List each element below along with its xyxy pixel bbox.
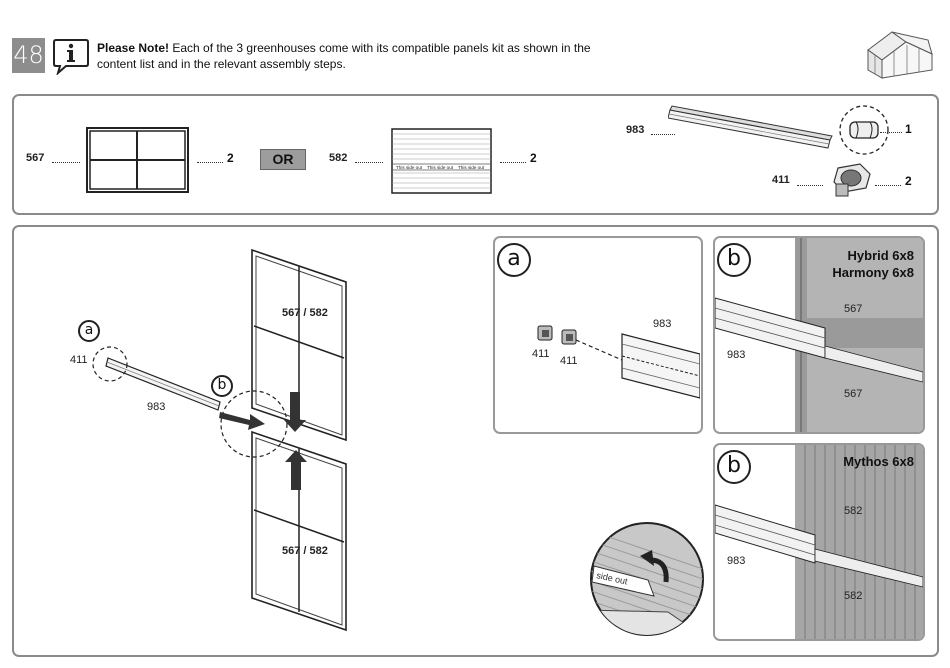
- detail-b1-models: Hybrid 6x8 Harmony 6x8: [800, 247, 914, 281]
- detail-b2-image: [715, 445, 923, 639]
- side-text-1: This side out: [396, 165, 423, 170]
- callout-b: b: [211, 375, 233, 397]
- panel-582-qty: 2: [530, 151, 537, 165]
- panel-567-image: [86, 127, 189, 193]
- panel-582-image: This side out This side out This side ou…: [391, 128, 492, 194]
- bolt-411-image: [833, 163, 871, 197]
- callout-a: a: [78, 320, 100, 342]
- note-bold: Please Note!: [97, 41, 170, 55]
- upper-panel: [251, 248, 347, 442]
- detail-b2-panel: [713, 443, 925, 641]
- bolt-411-code: 411: [772, 174, 790, 186]
- cap-qty: 1: [905, 122, 912, 136]
- leader-dots: [797, 185, 823, 186]
- detail-a-letter: a: [497, 243, 531, 277]
- lower-panel: [251, 430, 347, 632]
- side-text-3: This side out: [458, 165, 485, 170]
- leader-dots: [651, 134, 675, 135]
- step-number: 48: [12, 38, 45, 73]
- leader-dots: [355, 162, 383, 163]
- detail-b2-letter: b: [717, 450, 751, 484]
- leader-dots: [875, 185, 901, 186]
- detail-a-image: [537, 325, 700, 399]
- detail-b2-panel-bottom: 582: [844, 590, 863, 602]
- leader-dots: [880, 132, 902, 133]
- info-icon: [53, 39, 89, 75]
- panel-567-code: 567: [26, 152, 45, 164]
- panel-567-qty: 2: [227, 151, 234, 165]
- model-hybrid: Hybrid 6x8: [847, 248, 914, 263]
- panel-label-top: 567 / 582: [282, 307, 328, 319]
- model-harmony: Harmony 6x8: [832, 265, 914, 280]
- detail-b1-panel-top: 567: [844, 303, 863, 315]
- detail-b1-panel-bottom: 567: [844, 388, 863, 400]
- rail-983-image: [668, 105, 833, 149]
- note-text: Please Note! Each of the 3 greenhouses c…: [97, 40, 617, 72]
- leader-dots: [52, 162, 80, 163]
- detail-a-bolt-1: 411: [532, 348, 550, 360]
- detail-a-bolt-2: 411: [560, 355, 578, 367]
- or-label: OR: [260, 149, 306, 170]
- peel-film-image: side out: [590, 522, 704, 636]
- detail-b2-model: Mythos 6x8: [843, 454, 914, 469]
- leader-dots: [197, 162, 223, 163]
- detail-b1-image: [715, 238, 923, 432]
- detail-b1-rail: 983: [727, 349, 746, 361]
- panel-582-code: 582: [329, 152, 348, 164]
- cap-image: [839, 105, 889, 155]
- main-part-983: 983: [147, 401, 166, 413]
- detail-b2-rail: 983: [727, 555, 746, 567]
- panel-label-bottom: 567 / 582: [282, 545, 328, 557]
- rail-983-code: 983: [626, 124, 645, 136]
- note-body: Each of the 3 greenhouses come with its …: [97, 41, 591, 71]
- greenhouse-icon: [867, 31, 933, 79]
- leader-dots: [500, 162, 526, 163]
- detail-b1-letter: b: [717, 243, 751, 277]
- detail-b2-panel-top: 582: [844, 505, 863, 517]
- detail-a-rail: 983: [653, 318, 672, 330]
- side-text-2: This side out: [427, 165, 454, 170]
- assembly-illustration: [92, 248, 347, 632]
- bolt-411-qty: 2: [905, 174, 912, 188]
- main-part-411: 411: [70, 354, 88, 366]
